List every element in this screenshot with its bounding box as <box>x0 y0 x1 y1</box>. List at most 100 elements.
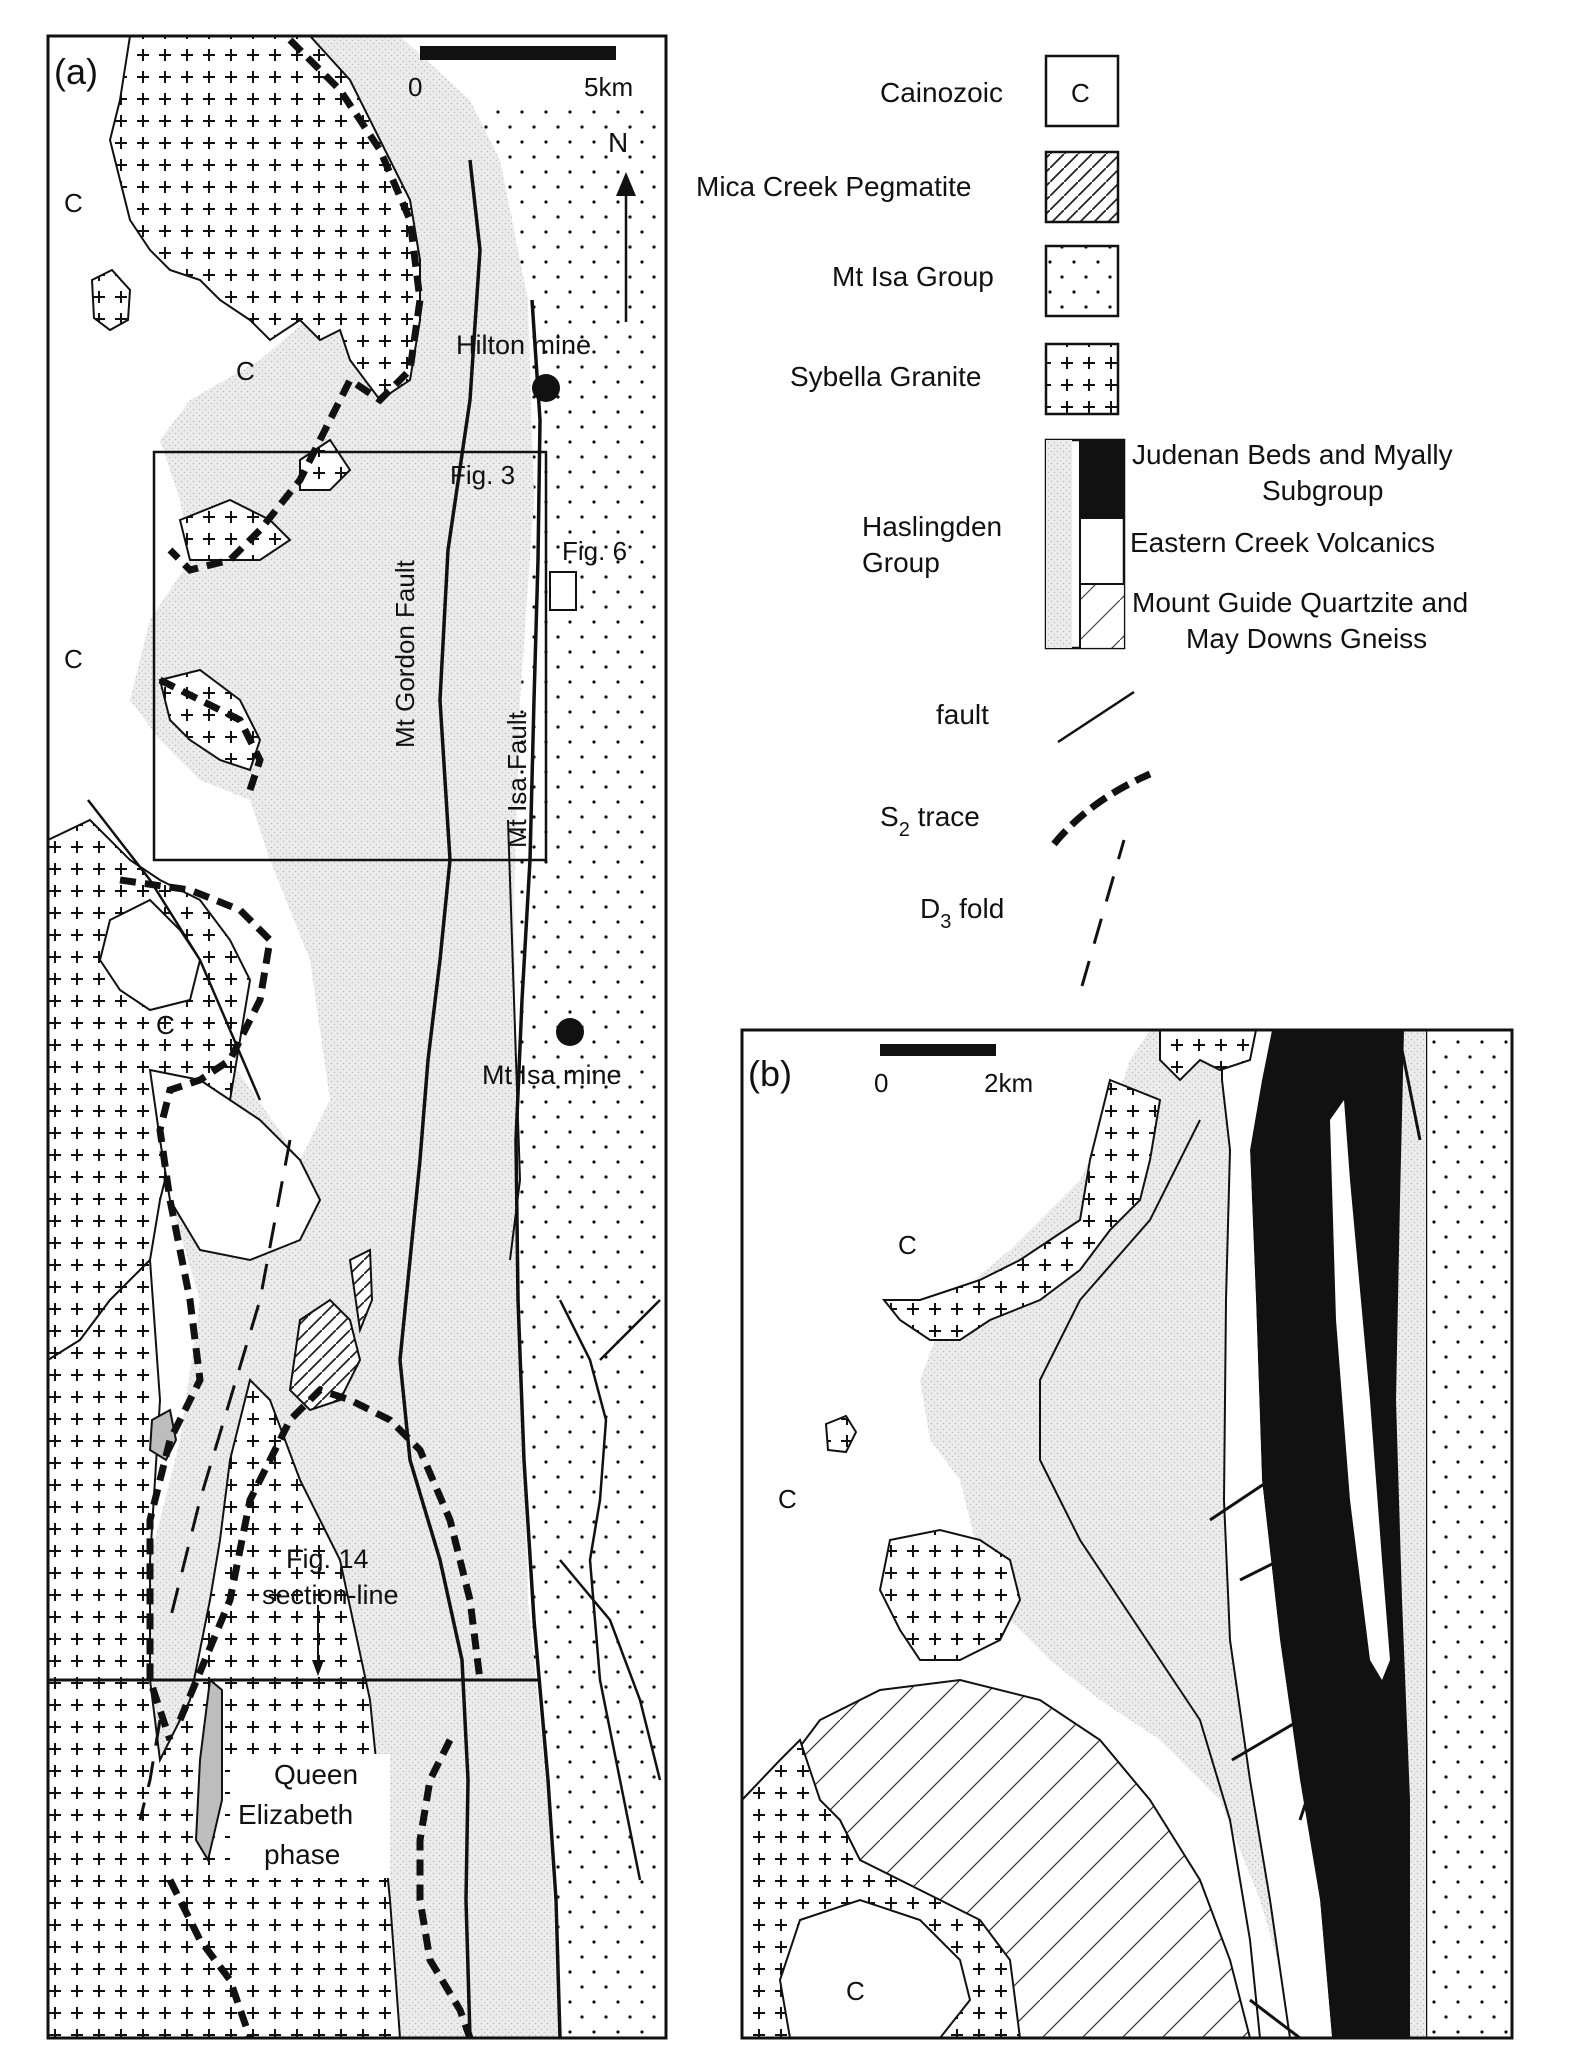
north-label: N <box>608 127 628 158</box>
fig3-label: Fig. 3 <box>450 460 515 490</box>
fault-line <box>1231 1718 1301 1762</box>
cainozoic-symbol: C <box>156 1010 175 1040</box>
sybella-granite-blob <box>178 498 292 561</box>
s2-trace-line <box>176 1385 484 1722</box>
fault-line <box>1398 1039 1422 1141</box>
cainozoic-inlier <box>98 898 202 1012</box>
fault-line <box>1249 1998 1301 2038</box>
cainozoic-symbol: C <box>64 644 83 674</box>
legend-fault-label: fault <box>936 699 989 730</box>
queen-elizabeth-label-1: Queen <box>274 1759 358 1790</box>
legend-mica-creek-label: Mica Creek Pegmatite <box>696 171 971 202</box>
cainozoic-symbol: C <box>64 188 83 218</box>
fig6-outline-box <box>549 571 577 611</box>
panel-b-label: (b) <box>748 1053 792 1094</box>
legend-fault-symbol <box>1057 690 1135 744</box>
qe-label-bg <box>230 1754 390 1878</box>
legend-cainozoic-label: Cainozoic <box>880 77 1003 108</box>
d3-fold-line <box>168 1139 292 1621</box>
legend-mt-isa-group-label: Mt Isa Group <box>832 261 994 292</box>
mt-isa-group-area <box>1426 1030 1512 2038</box>
fig3-outline-box <box>152 450 548 862</box>
scale-bar-b <box>880 1044 996 1056</box>
fault-line <box>1239 1558 1281 1582</box>
section-line-arrow-head <box>312 1660 324 1676</box>
sybella-granite-area <box>881 1078 1162 1341</box>
d3-fold-line <box>138 1719 162 1821</box>
s2-trace-line <box>158 676 264 792</box>
scale-bar-a <box>420 46 616 60</box>
scale-a-end: 5km <box>584 72 633 102</box>
panel-a-label: (a) <box>54 51 98 92</box>
sybella-granite-area <box>1159 1030 1258 1082</box>
legend-mount-guide-label-2: May Downs Gneiss <box>1186 623 1427 654</box>
legend-judenan-label-1: Judenan Beds and Myally <box>1132 439 1453 470</box>
fig14-label: Fig. 14 <box>286 1544 369 1574</box>
mt-gordon-fault-label: Mt Gordon Fault <box>390 559 420 748</box>
cainozoic-symbol: C <box>846 1976 865 2006</box>
legend-haslingden-label-1: Haslingden <box>862 511 1002 542</box>
legend-haslingden-label-2: Group <box>862 547 940 578</box>
section-line-label: section-line <box>262 1580 399 1610</box>
legend-cainozoic-swatch <box>1044 54 1120 128</box>
mt-isa-group-area <box>470 100 666 2038</box>
sybella-granite-area-north <box>108 36 421 402</box>
legend-mount-guide-label-1: Mount Guide Quartzite and <box>1132 587 1468 618</box>
legend-s2-label: S2 trace <box>880 801 980 841</box>
mt-isa-fault-label: Mt Isa Fault <box>502 711 532 848</box>
s2-trace-line <box>167 37 424 574</box>
cainozoic-symbol: C <box>236 356 255 386</box>
s2-trace-line <box>166 1878 254 2038</box>
panel-a-frame <box>46 34 668 2040</box>
scale-b-end: 2km <box>984 1068 1033 1098</box>
fault-line <box>599 1299 661 1361</box>
mt-isa-mine-label: Mt Isa mine <box>482 1060 622 1090</box>
legend-mt-isa-group-swatch <box>1044 244 1120 318</box>
queen-elizabeth-label-2: Elizabeth <box>238 1799 353 1830</box>
fault-line <box>558 1299 642 1881</box>
fault-line <box>1209 1478 1271 1522</box>
scale-b-start: 0 <box>874 1068 888 1098</box>
contact-line <box>1221 1030 1291 2038</box>
fault-line <box>507 819 522 1261</box>
cainozoic-inlier <box>778 1898 972 2038</box>
cainozoic-symbol: C <box>778 1484 797 1514</box>
s2-trace-line <box>119 876 274 1742</box>
fault-line <box>1298 1759 1322 1821</box>
panel-a-map <box>48 36 666 2038</box>
legend-s2-symbol <box>1051 770 1152 847</box>
eastern-creek-area <box>1222 1030 1332 2038</box>
s2-trace-line <box>416 1738 474 2038</box>
north-arrow-icon <box>616 172 636 196</box>
sybella-granite-blob <box>824 1414 858 1454</box>
panel-b-map <box>742 1030 1512 2038</box>
sybella-granite-area <box>878 1528 1022 1661</box>
hilton-mine-label: Hilton mine <box>456 330 591 360</box>
mica-creek-pegmatite-area <box>348 1248 374 1334</box>
fault-line <box>559 1559 662 1781</box>
legend: Cainozoic C Mica Creek Pegmatite Mt Isa … <box>696 54 1468 987</box>
mt-isa-fault-line <box>514 299 562 2038</box>
queen-elizabeth-label-3: phase <box>264 1839 340 1870</box>
legend-sybella-label: Sybella Granite <box>790 361 981 392</box>
hilton-mine-marker <box>532 374 560 402</box>
legend-sybella-swatch <box>1044 342 1120 416</box>
legend-eastern-creek-label: Eastern Creek Volcanics <box>1130 527 1435 558</box>
legend-haslingden-swatch <box>1044 438 1126 650</box>
fig6-label: Fig. 6 <box>562 536 627 566</box>
scale-a-start: 0 <box>408 72 422 102</box>
panel-b-frame <box>740 1028 1514 2040</box>
legend-mica-creek-swatch <box>1044 150 1120 224</box>
sybella-granite-blob <box>90 268 132 332</box>
mt-gordon-fault-line <box>398 159 482 2038</box>
legend-judenan-label-2: Subgroup <box>1262 475 1383 506</box>
judenan-beds-area <box>1250 1030 1410 2038</box>
legend-cainozoic-symbol: C <box>1071 78 1090 108</box>
haslingden-inlier <box>194 1678 223 1863</box>
legend-d3-label: D3 fold <box>920 893 1004 933</box>
mt-isa-mine-marker <box>556 1018 584 1046</box>
legend-d3-symbol <box>1080 839 1126 987</box>
mica-creek-pegmatite-area <box>288 1298 362 1412</box>
fault-line <box>87 799 262 1101</box>
